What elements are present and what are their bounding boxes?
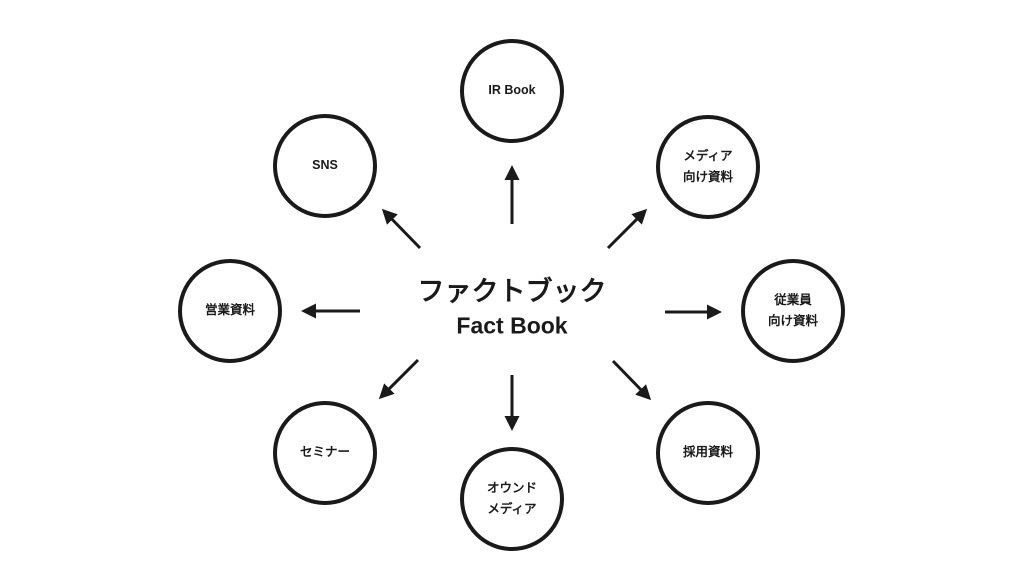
node-label: メディア: [683, 148, 733, 163]
node-seminar: セミナー: [273, 401, 377, 505]
node-media-materials: メディア 向け資料: [656, 115, 760, 219]
node-employee-materials: 従業員 向け資料: [741, 259, 845, 363]
node-ir-book: IR Book: [460, 39, 564, 143]
node-owned-media: オウンド メディア: [460, 447, 564, 551]
arrow-to-seminar: [378, 358, 420, 400]
node-sns: SNS: [273, 114, 377, 218]
arrow-to-recruit-materials: [611, 359, 652, 401]
node-label: IR Book: [488, 83, 536, 98]
node-recruit-materials: 採用資料: [656, 401, 760, 505]
node-label: セミナー: [299, 445, 350, 460]
node-label: 営業資料: [204, 303, 255, 318]
node-label: メディア: [487, 502, 537, 516]
node-label: 従業員: [774, 292, 812, 307]
arrow-to-sns: [381, 208, 422, 250]
node-label: 向け資料: [767, 314, 818, 328]
node-label: SNS: [312, 158, 338, 173]
center-title-english: Fact Book: [456, 312, 568, 339]
center-title-block: ファクトブック Fact Book: [418, 274, 607, 341]
arrow-to-media-materials: [606, 208, 648, 250]
node-label: オウンド: [486, 480, 537, 495]
center-title-japanese: ファクトブック: [417, 276, 607, 307]
node-sales-materials: 営業資料: [178, 259, 282, 363]
node-label: 向け資料: [682, 170, 733, 184]
node-label: 採用資料: [682, 445, 733, 460]
